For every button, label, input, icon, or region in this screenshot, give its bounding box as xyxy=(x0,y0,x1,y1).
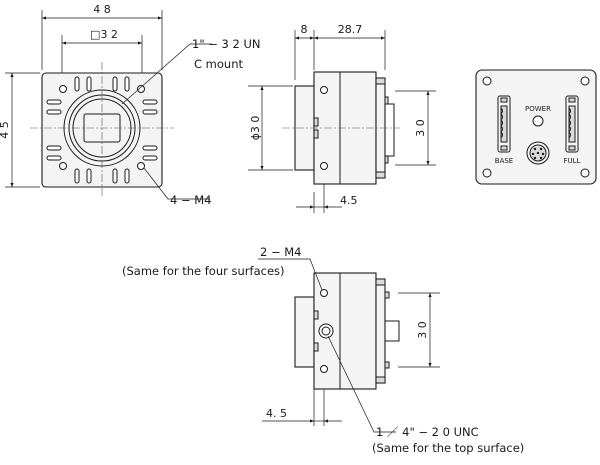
side-connector xyxy=(384,103,395,157)
bottom-screw-label: 2 − M4 xyxy=(260,245,302,259)
bottom-offset-label: 4. 5 xyxy=(266,407,287,420)
rear-view: POWER BASE FULL xyxy=(475,69,597,185)
front-screw xyxy=(59,85,67,93)
bottom-height-label: 3 0 xyxy=(416,321,429,339)
diameter-label: ϕ3 0 xyxy=(249,116,262,141)
power-connector xyxy=(526,141,550,165)
front-screw-label: 4 − M4 xyxy=(170,193,212,207)
side-offset-label: 4.5 xyxy=(340,194,358,207)
full-connector xyxy=(565,95,579,153)
tripod-note: (Same for the top surface) xyxy=(372,441,524,455)
body-depth-label: 28.7 xyxy=(338,23,363,36)
m4-screw xyxy=(320,365,328,373)
power-led xyxy=(532,115,544,127)
bottom-screw-note: (Same for the four surfaces) xyxy=(122,264,285,278)
tripod-label: 1 ／ 4" − 2 0 UNC xyxy=(376,425,479,439)
m4-screw xyxy=(320,289,328,297)
lens-depth-label: 8 xyxy=(301,23,308,36)
mount-type-label: C mount xyxy=(194,57,244,71)
bottom-connector xyxy=(384,320,400,342)
base-label: BASE xyxy=(495,157,513,165)
side-height-label: 3 0 xyxy=(414,119,427,137)
front-screw-leader xyxy=(143,167,210,200)
tripod-leader xyxy=(327,335,396,433)
side-view: 8 28.7 ϕ3 0 3 0 4.5 xyxy=(248,23,436,213)
front-view: 4 8 □3 2 4 5 1" − 3 2 UN C mount 4 − M4 xyxy=(0,3,261,207)
power-label: POWER xyxy=(525,105,551,113)
front-square-label: □3 2 xyxy=(90,28,118,41)
front-width-label: 4 8 xyxy=(93,3,111,16)
front-screw xyxy=(137,162,145,170)
full-label: FULL xyxy=(564,157,581,165)
front-screw xyxy=(59,162,67,170)
base-connector xyxy=(497,95,511,153)
tripod-hole xyxy=(318,323,334,339)
mount-leader xyxy=(121,43,212,105)
front-height-label: 4 5 xyxy=(0,121,11,139)
front-screw xyxy=(137,85,145,93)
m4-leader xyxy=(258,258,323,291)
mount-thread-label: 1" − 3 2 UN xyxy=(192,37,261,51)
bottom-view: 2 − M4 (Same for the four surfaces) 3 0 … xyxy=(122,245,524,455)
